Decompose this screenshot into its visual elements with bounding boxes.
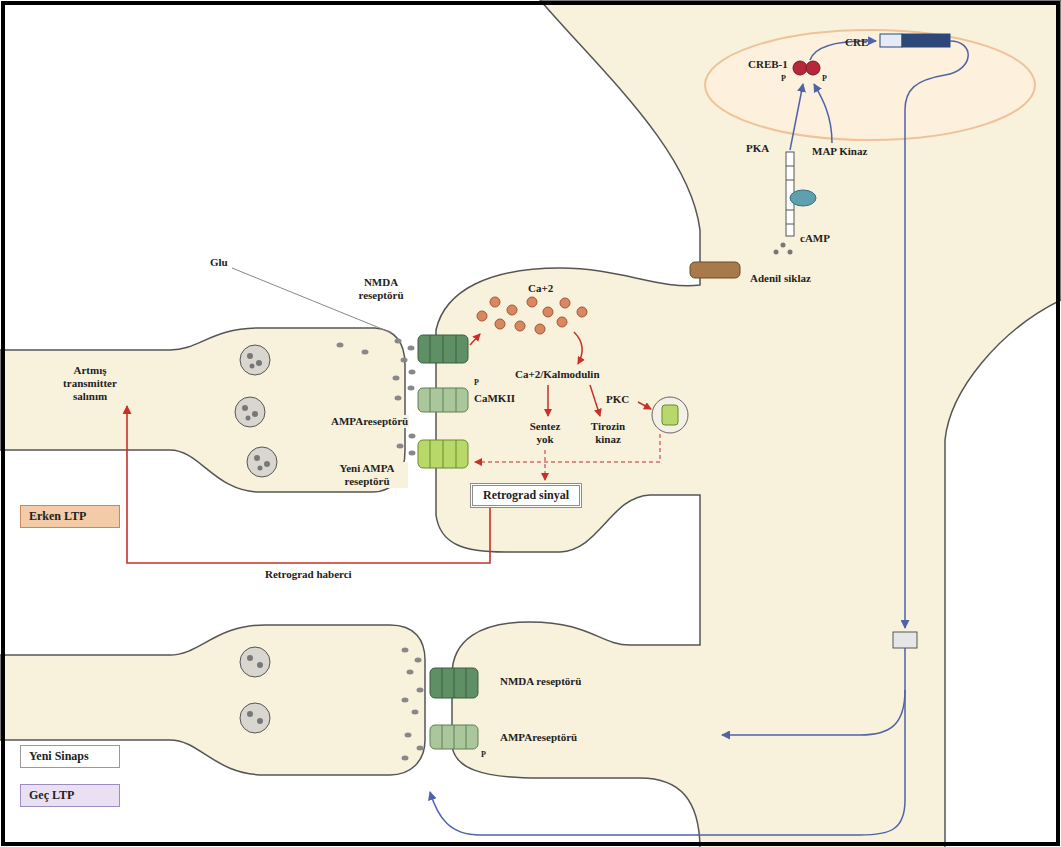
blue-path bbox=[722, 690, 905, 735]
phase-box: Yeni Sinaps bbox=[20, 745, 120, 768]
red-dashed-arrow bbox=[475, 434, 660, 462]
phase-box: Erken LTP bbox=[20, 505, 120, 528]
part-label: PKC bbox=[606, 393, 629, 406]
part-label: Ca+2/Kalmodulin bbox=[515, 368, 600, 381]
node-text: Yeni Sinaps bbox=[29, 749, 111, 764]
ampa-receptor bbox=[418, 388, 468, 412]
red-arrow bbox=[574, 332, 582, 364]
part-label: AMPAreseptörü bbox=[330, 415, 409, 428]
vesicle bbox=[235, 397, 265, 427]
creb-molecule bbox=[793, 61, 807, 75]
signal-box: Retrograd sinyal bbox=[470, 483, 582, 508]
adenylyl-cyclase bbox=[690, 262, 740, 278]
part-label: Sentez yok bbox=[522, 420, 568, 446]
nmda-receptor bbox=[418, 335, 468, 363]
gene-promoter bbox=[880, 34, 902, 47]
red-arrow bbox=[590, 385, 600, 416]
red-arrow bbox=[470, 334, 480, 345]
node-text: Geç LTP bbox=[29, 788, 111, 803]
phosphate-mark: P bbox=[781, 74, 786, 84]
gene-product bbox=[893, 632, 917, 648]
part-label: CREB-1 bbox=[748, 58, 788, 71]
receptor-vesicle bbox=[652, 397, 688, 433]
postsynaptic-neuron bbox=[436, 0, 1061, 847]
blue-path bbox=[905, 41, 968, 628]
part-label: Ca+2 bbox=[528, 282, 553, 295]
part-label: MAP Kinaz bbox=[812, 145, 867, 158]
node-text: Retrograd sinyal bbox=[483, 488, 569, 503]
phosphate-mark: P bbox=[822, 74, 827, 84]
blue-arrow bbox=[790, 84, 803, 150]
vesicle bbox=[247, 447, 277, 477]
part-label: NMDA reseptörü bbox=[350, 276, 412, 302]
red-dashed-arrow bbox=[544, 450, 546, 480]
blue-path bbox=[430, 648, 905, 835]
creb-molecule bbox=[806, 61, 820, 75]
red-arrow bbox=[638, 402, 651, 409]
blue-arrow bbox=[814, 84, 832, 143]
edge-label: Retrograd haberci bbox=[263, 568, 354, 581]
part-label: Tirozin kinaz bbox=[582, 420, 634, 446]
node-text: Erken LTP bbox=[29, 509, 111, 524]
retrograde-arrow bbox=[127, 406, 490, 563]
new-ampa-receptor bbox=[418, 440, 468, 468]
part-label: Adenil siklaz bbox=[750, 272, 811, 285]
nmda-receptor bbox=[430, 668, 478, 698]
part-label: Glu bbox=[210, 256, 228, 269]
presynaptic-terminal bbox=[0, 625, 425, 775]
part-label: Yeni AMPA reseptörü bbox=[326, 462, 408, 488]
part-label: PKA bbox=[746, 142, 769, 155]
vesicle bbox=[240, 345, 270, 375]
part-label: CaMKII bbox=[474, 392, 515, 405]
part-label: CRE bbox=[845, 36, 868, 49]
node-text: Artmış transmitter salınım bbox=[47, 364, 133, 403]
nucleus bbox=[705, 30, 1035, 140]
ampa-receptor bbox=[430, 725, 478, 749]
frame bbox=[3, 3, 1058, 844]
phosphate-mark: P bbox=[481, 750, 486, 760]
part-label: cAMP bbox=[800, 232, 830, 245]
red-arrow bbox=[547, 385, 549, 416]
phase-box: Geç LTP bbox=[20, 784, 120, 807]
presynaptic-text: Artmış transmitter salınım bbox=[45, 362, 135, 405]
gene-body bbox=[902, 34, 950, 47]
phosphate-mark: P bbox=[474, 378, 479, 388]
vesicle bbox=[240, 703, 270, 733]
glutamate bbox=[337, 339, 424, 761]
part-label: NMDA reseptörü bbox=[500, 675, 581, 688]
calcium-ions bbox=[477, 297, 587, 334]
part-label: AMPAreseptörü bbox=[500, 731, 577, 744]
pka-subunit bbox=[790, 190, 816, 206]
vesicle bbox=[240, 647, 270, 677]
